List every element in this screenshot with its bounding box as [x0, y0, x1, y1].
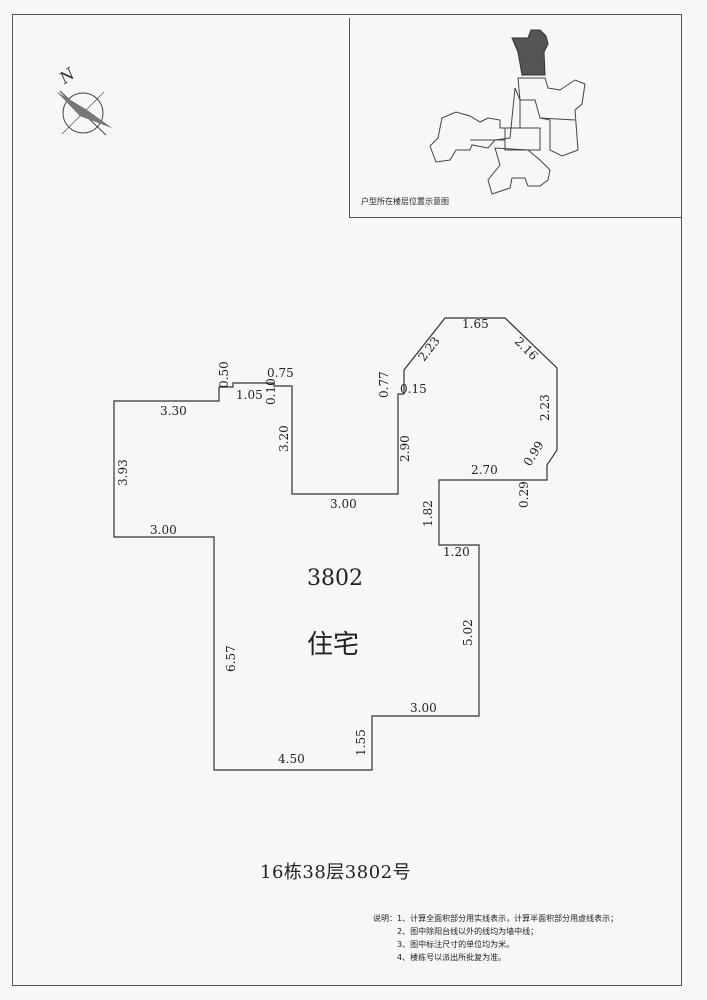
page-title: 16栋38层3802号 — [260, 862, 412, 883]
dimension-label: 1.20 — [443, 545, 470, 559]
dimension-label: 3.20 — [277, 425, 291, 452]
note-item: 2、图中除阳台线以外的线均为墙中线； — [397, 927, 539, 936]
dimension-label: 3.93 — [116, 459, 130, 486]
notes-label: 说明： — [373, 914, 397, 923]
dimension-label: 1.82 — [421, 500, 435, 527]
highlighted-unit — [511, 29, 549, 76]
dimension-label: 0.15 — [400, 382, 427, 396]
dimension-label: 3.00 — [330, 497, 357, 511]
dimension-label: 3.30 — [160, 404, 187, 418]
inset-caption: 户型所在楼层位置示意图 — [361, 197, 449, 206]
unit-outline — [113, 317, 558, 771]
dimension-label: 2.23 — [415, 334, 442, 364]
dimension-label: 0.29 — [517, 481, 531, 508]
dimension-label: 6.57 — [224, 645, 238, 672]
floor-location-inset — [349, 18, 682, 218]
unit-number: 3802 — [307, 566, 363, 591]
unit-use: 住宅 — [307, 630, 360, 660]
dimension-label: 0.75 — [267, 366, 294, 380]
note-item: 4、楼栋号以派出所批复为准。 — [397, 953, 507, 962]
dimension-label: 3.00 — [410, 701, 437, 715]
north-label: N — [55, 63, 79, 88]
dimension-label: 0.77 — [377, 371, 391, 398]
dimension-label: 2.90 — [398, 435, 412, 462]
dimension-label: 5.02 — [461, 619, 475, 646]
dimension-label: 0.10 — [264, 378, 278, 405]
dimension-label: 2.16 — [512, 334, 541, 363]
dimension-label: 3.00 — [150, 523, 177, 537]
north-arrow-icon — [57, 90, 112, 136]
notes-block: 说明：1、计算全面积部分用实线表示，计算半面积部分用虚线表示； 2、图中除阳台线… — [373, 912, 618, 964]
dimension-label: 0.99 — [521, 439, 547, 469]
dimension-label: 2.70 — [471, 463, 498, 477]
dimension-label: 1.55 — [354, 729, 368, 756]
note-item: 3、图中标注尺寸的单位均为米。 — [397, 940, 515, 949]
dimension-label: 2.23 — [538, 394, 552, 421]
note-item: 1、计算全面积部分用实线表示，计算半面积部分用虚线表示； — [397, 914, 619, 923]
dimension-label: 4.50 — [278, 752, 305, 766]
dimension-label: 0.50 — [217, 361, 231, 388]
key-plan — [429, 29, 586, 195]
dimension-label: 1.05 — [236, 388, 263, 402]
dimension-label: 1.65 — [462, 317, 489, 331]
page-frame — [12, 14, 682, 986]
